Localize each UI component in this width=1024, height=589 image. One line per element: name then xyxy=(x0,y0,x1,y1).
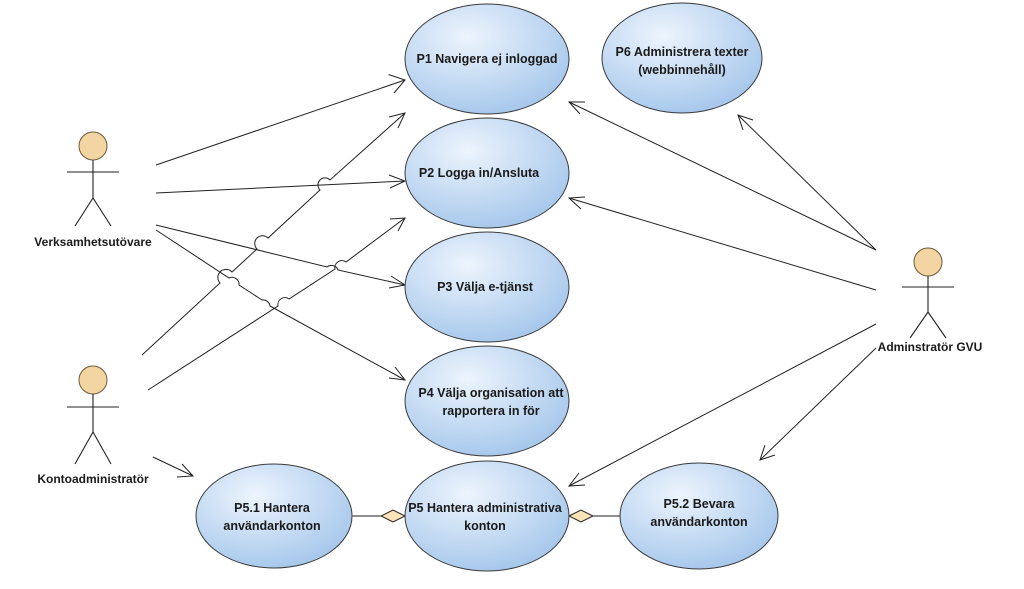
aggregation-p5-p52 xyxy=(567,509,620,523)
usecase-p51[interactable]: P5.1 Hantera användarkonton xyxy=(195,463,353,569)
usecase-p4-label-line2: rapportera in för xyxy=(442,404,539,418)
actor-legs xyxy=(74,196,112,227)
usecase-ellipse xyxy=(195,463,353,569)
actor-verksamhetsutovare-label: Verksamhetsutövare xyxy=(34,235,152,249)
usecase-ellipse xyxy=(404,345,570,457)
usecase-p1[interactable]: P1 Navigera ej inloggad xyxy=(404,3,570,115)
actor-head-icon xyxy=(78,365,108,395)
usecase-p3-label: P3 Välja e-tjänst xyxy=(437,280,534,294)
assoc-gvu-p52 xyxy=(759,347,877,461)
actor-legs xyxy=(74,430,112,465)
usecase-ellipse xyxy=(601,2,763,114)
aggregation-p5-p51 xyxy=(351,509,407,523)
actor-admin-gvu[interactable]: Adminstratör GVU xyxy=(878,247,983,354)
usecase-p1-label: P1 Navigera ej inloggad xyxy=(416,52,557,66)
usecase-p52-label-line2: användarkonton xyxy=(650,515,747,529)
assoc-verksamhet-p4 xyxy=(155,229,407,381)
actor-legs xyxy=(909,311,947,339)
usecase-p51-label-line1: P5.1 Hantera xyxy=(234,501,311,515)
assoc-gvu-p6 xyxy=(737,114,877,251)
assoc-verksamhet-p2 xyxy=(155,174,407,194)
usecase-ellipse xyxy=(404,3,570,115)
assoc-konto-p51 xyxy=(152,456,195,478)
usecase-ellipse xyxy=(404,117,570,229)
usecase-p2-label: P2 Logga in/Ansluta xyxy=(419,166,540,180)
actor-kontoadministrator[interactable]: Kontoadministratör xyxy=(37,365,149,486)
actor-kontoadministrator-label: Kontoadministratör xyxy=(37,472,149,486)
assoc-verksamhet-p3 xyxy=(155,224,407,289)
assoc-gvu-p2 xyxy=(567,196,877,291)
actor-admin-gvu-label: Adminstratör GVU xyxy=(878,340,983,354)
usecase-p3[interactable]: P3 Välja e-tjänst xyxy=(404,231,570,343)
usecase-p4-label-line1: P4 Välja organisation att xyxy=(418,386,564,400)
usecase-ellipse xyxy=(404,231,570,343)
usecase-p52-label-line1: P5.2 Bevara xyxy=(664,497,736,511)
assoc-gvu-p1 xyxy=(567,101,877,251)
usecase-p6-label-line1: P6 Administrera texter xyxy=(616,45,749,59)
usecase-p5-label-line1: P5 Hantera administrativa xyxy=(408,501,563,515)
assoc-verksamhet-p1 xyxy=(155,74,406,166)
assoc-konto-p1 xyxy=(141,112,406,356)
assoc-konto-p2 xyxy=(147,217,406,391)
aggregation-diamond xyxy=(379,509,407,523)
usecase-ellipse xyxy=(404,460,570,572)
aggregation-diamond xyxy=(567,509,595,523)
usecase-p52[interactable]: P5.2 Bevara användarkonton xyxy=(619,462,779,570)
assoc-gvu-p5 xyxy=(567,323,877,487)
usecase-ellipse xyxy=(619,462,779,570)
usecase-p6-label-line2: (webbinnehåll) xyxy=(638,63,726,77)
usecase-p4[interactable]: P4 Välja organisation att rapportera in … xyxy=(404,345,570,457)
actor-head-icon xyxy=(78,131,108,161)
actor-head-icon xyxy=(913,247,943,277)
usecase-p5[interactable]: P5 Hantera administrativa konton xyxy=(404,460,570,572)
usecase-p51-label-line2: användarkonton xyxy=(223,519,320,533)
usecase-p2[interactable]: P2 Logga in/Ansluta xyxy=(404,117,570,229)
usecase-p6[interactable]: P6 Administrera texter (webbinnehåll) xyxy=(601,2,763,114)
usecase-p5-label-line2: konton xyxy=(464,519,506,533)
associations xyxy=(141,74,877,523)
actor-verksamhetsutovare[interactable]: Verksamhetsutövare xyxy=(34,131,152,249)
